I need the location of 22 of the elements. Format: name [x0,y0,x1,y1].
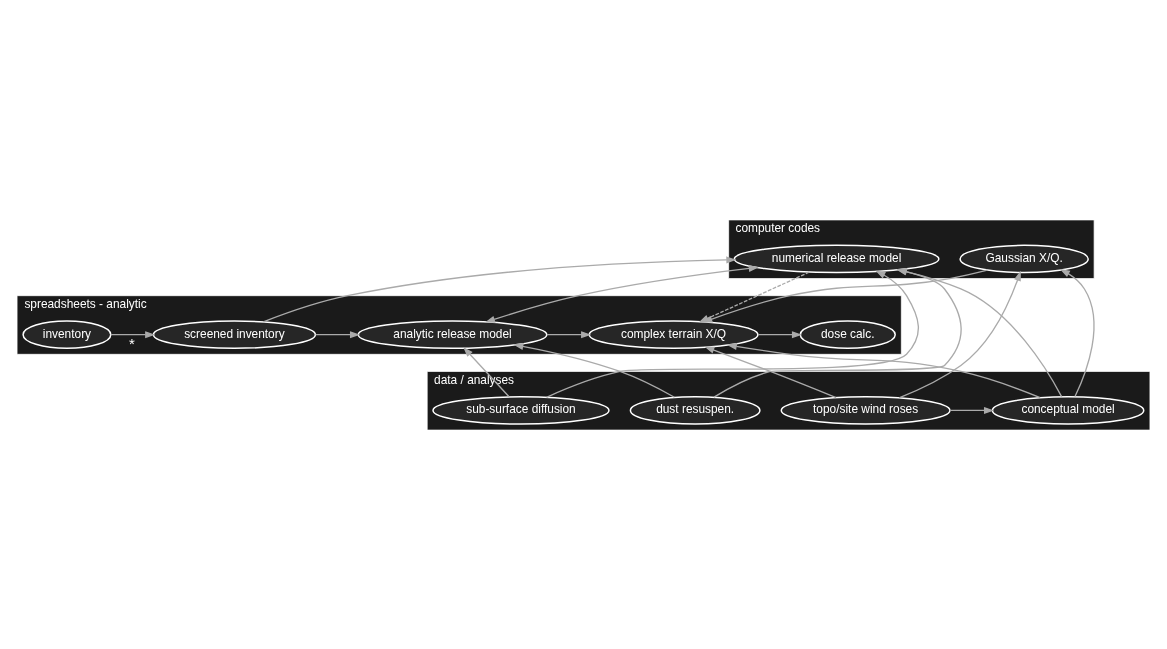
arrow [896,267,1063,397]
arrow [898,270,1021,399]
arrow [546,330,592,338]
arrow [545,270,919,398]
node-ellipse: conceptual model [991,395,1145,425]
arrow [726,342,1041,398]
arrow [314,330,361,338]
node-ellipse: sub-surface diffusion [432,395,610,425]
arrow [713,267,962,398]
arrow [110,330,156,338]
arrow [757,330,803,338]
node-ellipse: dose calc. [799,319,896,349]
node-ellipse: screened inventory [152,319,317,349]
arrow [704,346,837,398]
node-ellipse: dust resuspen. [629,395,761,425]
arrow [949,406,995,414]
arrow [1059,268,1095,397]
node-ellipse: inventory [22,319,112,349]
node-ellipse: Gaussian X/Q. [959,244,1089,273]
arrow [513,342,676,398]
node-ellipse: topo/site wind roses [780,395,951,425]
edge-label: * [129,335,135,352]
